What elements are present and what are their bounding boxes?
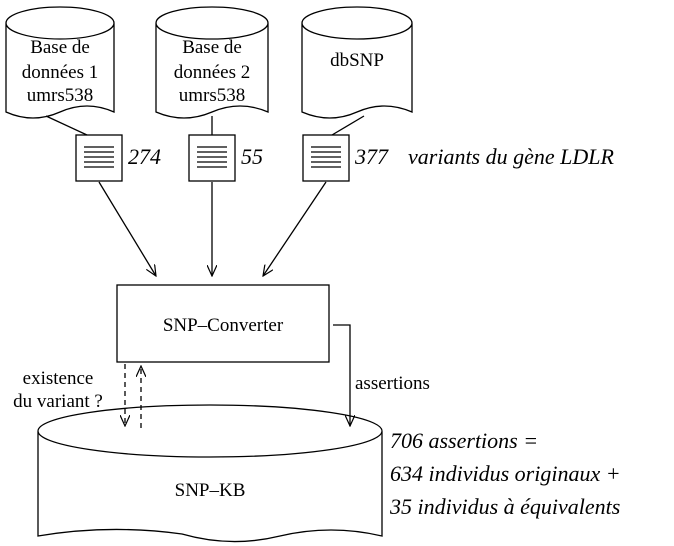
- database-dbsnp-cylinder: [301, 6, 413, 119]
- existence-label-line-2: du variant ?: [13, 391, 103, 412]
- snp-converter-label: SNP–Converter: [163, 315, 284, 336]
- arrow-doc1-to-converter: [98, 181, 156, 276]
- database-2-cylinder: [155, 6, 269, 119]
- document-icon-1: [75, 134, 123, 182]
- database-2-line-3: umrs538: [179, 85, 246, 106]
- variants-label: variants du gène LDLR: [408, 144, 615, 169]
- document-icon-2: [188, 134, 236, 182]
- arrow-doc3-to-converter: [263, 181, 327, 276]
- snp-kb-label: SNP–KB: [175, 480, 246, 501]
- database-2-line-1: Base de: [182, 37, 242, 58]
- database-1-line-2: données 1: [22, 62, 99, 83]
- assertions-arrow: [333, 324, 350, 426]
- assertions-label: assertions: [355, 373, 430, 394]
- db3-to-doc-line: [331, 115, 365, 136]
- database-2-line-2: données 2: [174, 62, 251, 83]
- existence-label-line-1: existence: [23, 368, 94, 389]
- count-db1: 274: [128, 144, 161, 169]
- snp-kb-shape: [37, 404, 383, 543]
- database-dbsnp: dbSNP: [301, 6, 413, 119]
- database-1-line-1: Base de: [30, 37, 90, 58]
- document-icon-3: [302, 134, 350, 182]
- count-db2: 55: [241, 144, 263, 169]
- count-dbsnp: 377: [354, 144, 389, 169]
- db1-to-doc-line: [45, 115, 88, 136]
- kb-note-line-3: 35 individus à équivalents: [389, 494, 620, 519]
- database-2: Base de données 2 umrs538: [155, 6, 269, 119]
- snp-converter-box: SNP–Converter: [116, 284, 330, 363]
- database-1-line-3: umrs538: [27, 85, 94, 106]
- kb-note-line-1: 706 assertions =: [390, 428, 538, 453]
- database-1-cylinder: [5, 6, 115, 119]
- database-1: Base de données 1 umrs538: [5, 6, 115, 119]
- snp-kb-cylinder: SNP–KB: [37, 404, 383, 543]
- database-dbsnp-label: dbSNP: [330, 50, 384, 71]
- kb-note-line-2: 634 individus originaux +: [390, 461, 621, 486]
